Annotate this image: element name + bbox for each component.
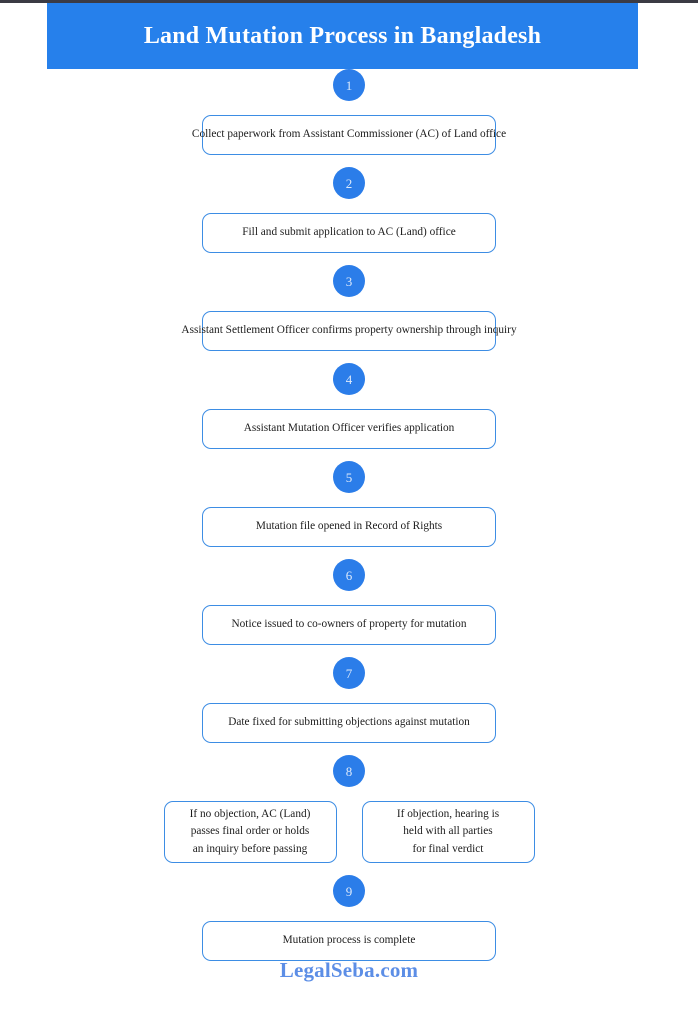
step-box-row-4: Assistant Mutation Officer verifies appl… — [0, 409, 698, 449]
step-number-3: 3 — [333, 265, 365, 297]
branch-label-line: for final verdict — [412, 842, 484, 855]
step-box-9[interactable]: Mutation process is complete — [202, 921, 496, 961]
step-box-row-2: Fill and submit application to AC (Land)… — [0, 213, 698, 253]
branch-label-line: held with all parties — [403, 825, 493, 838]
step-box-row-3: Assistant Settlement Officer confirms pr… — [0, 311, 698, 351]
brand-link[interactable]: LegalSeba.com — [279, 958, 419, 982]
step-box-row-7: Date fixed for submitting objections aga… — [0, 703, 698, 743]
step-number-8: 8 — [333, 755, 365, 787]
branch-box-objection[interactable]: If objection, hearing is held with all p… — [361, 801, 535, 863]
step-number-9: 9 — [333, 875, 365, 907]
header-banner: Land Mutation Process in Bangladesh — [47, 3, 638, 69]
branch-label-line: passes final order or holds — [190, 825, 310, 838]
step-number-7: 7 — [333, 657, 365, 689]
step-label-5: Mutation file opened in Record of Rights — [255, 520, 443, 533]
step-box-row-5: Mutation file opened in Record of Rights — [0, 507, 698, 547]
step-badge-4: 4 — [0, 363, 698, 395]
branch-label-line: an inquiry before passing — [192, 842, 308, 855]
step-badge-8: 8 — [0, 755, 698, 787]
step-badge-2: 2 — [0, 167, 698, 199]
step-box-7[interactable]: Date fixed for submitting objections aga… — [202, 703, 496, 743]
step-number-2: 2 — [333, 167, 365, 199]
step-box-2[interactable]: Fill and submit application to AC (Land)… — [202, 213, 496, 253]
step-box-row-9: Mutation process is complete — [0, 921, 698, 961]
step-box-4[interactable]: Assistant Mutation Officer verifies appl… — [202, 409, 496, 449]
step-label-3: Assistant Settlement Officer confirms pr… — [181, 324, 517, 337]
branch-box-no-objection[interactable]: If no objection, AC (Land) passes final … — [163, 801, 337, 863]
step-badge-9: 9 — [0, 875, 698, 907]
branch-box-row: If no objection, AC (Land) passes final … — [0, 801, 698, 863]
page-title: Land Mutation Process in Bangladesh — [143, 22, 542, 49]
step-number-6: 6 — [333, 559, 365, 591]
step-label-9: Mutation process is complete — [282, 934, 416, 947]
process-flowchart: 1 Collect paperwork from Assistant Commi… — [0, 69, 698, 961]
step-number-4: 4 — [333, 363, 365, 395]
step-badge-7: 7 — [0, 657, 698, 689]
branch-label-line: If objection, hearing is — [396, 807, 500, 820]
step-badge-5: 5 — [0, 461, 698, 493]
step-label-1: Collect paperwork from Assistant Commiss… — [191, 128, 507, 141]
footer: LegalSeba.com — [0, 958, 698, 983]
step-box-row-1: Collect paperwork from Assistant Commiss… — [0, 115, 698, 155]
step-badge-3: 3 — [0, 265, 698, 297]
step-number-1: 1 — [333, 69, 365, 101]
step-box-1[interactable]: Collect paperwork from Assistant Commiss… — [192, 115, 506, 155]
step-number-5: 5 — [333, 461, 365, 493]
step-box-row-6: Notice issued to co-owners of property f… — [0, 605, 698, 645]
step-label-7: Date fixed for submitting objections aga… — [228, 716, 470, 729]
step-box-6[interactable]: Notice issued to co-owners of property f… — [202, 605, 496, 645]
step-box-5[interactable]: Mutation file opened in Record of Rights — [202, 507, 496, 547]
top-divider — [0, 0, 698, 3]
step-label-6: Notice issued to co-owners of property f… — [231, 618, 467, 631]
step-label-2: Fill and submit application to AC (Land)… — [242, 226, 456, 239]
branch-label-line: If no objection, AC (Land) — [189, 807, 311, 820]
step-label-4: Assistant Mutation Officer verifies appl… — [243, 422, 455, 435]
step-badge-6: 6 — [0, 559, 698, 591]
step-badge-1: 1 — [0, 69, 698, 101]
step-box-3[interactable]: Assistant Settlement Officer confirms pr… — [181, 311, 517, 351]
